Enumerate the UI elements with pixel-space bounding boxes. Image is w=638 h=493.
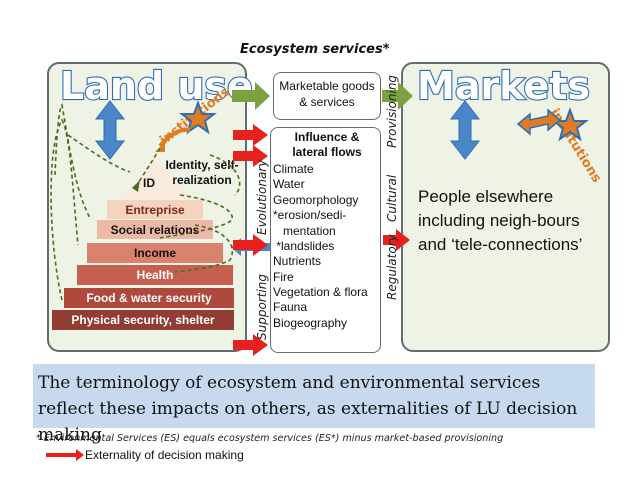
orange-curved-arrow-icon xyxy=(158,127,191,148)
flow-item: Fire xyxy=(273,270,294,284)
blue-double-arrow-icon xyxy=(449,100,481,160)
green-arrow-icon xyxy=(232,82,270,110)
flow-item: Fauna xyxy=(273,300,308,314)
flow-item: Vegetation & flora xyxy=(273,285,368,299)
side-label-regulatory: Regulatory xyxy=(385,233,399,300)
markets-title: Markets xyxy=(417,64,590,108)
legend-red-arrow-icon xyxy=(46,449,84,461)
pyramid-id-label: ID xyxy=(143,176,155,190)
caption-box xyxy=(33,364,595,428)
influence-flows-title: Influence & lateral flows xyxy=(292,130,362,159)
flow-item: Water xyxy=(273,177,305,191)
pyramid-level-physical-security: Physical security, shelter xyxy=(52,310,234,330)
blue-double-arrow-icon xyxy=(94,100,126,160)
star-icon xyxy=(179,100,217,135)
flow-item: Biogeography xyxy=(273,316,348,330)
pyramid-level-health: Health xyxy=(77,265,233,285)
feedback-dashed-lines xyxy=(50,103,241,301)
flow-item: *erosion/sedi- xyxy=(273,208,347,222)
green-arrow-icon xyxy=(382,82,413,110)
legend-label: Externality of decision making xyxy=(85,448,244,462)
orange-arrowhead-icon xyxy=(155,142,165,152)
flow-item: Climate xyxy=(273,162,314,176)
red-arrow-icon xyxy=(233,234,268,256)
red-arrow-icon xyxy=(233,145,268,167)
pyramid-identity-label: Identity, self- realization xyxy=(165,158,239,187)
flow-item: Nutrients xyxy=(273,254,322,268)
side-label-provisioning: Provisioning xyxy=(385,75,399,148)
orange-double-arrow-icon xyxy=(516,108,562,136)
markets-panel xyxy=(401,62,610,352)
ecosystem-services-label: Ecosystem services* xyxy=(240,42,390,57)
land-use-title: Land use xyxy=(60,64,253,108)
red-arrow-icon xyxy=(233,124,268,146)
flow-item: Geomorphology xyxy=(273,193,359,207)
side-label-supporting: Supporting xyxy=(255,274,269,340)
side-label-evolutionary: Evolutionary xyxy=(255,159,269,235)
flow-item: *landslides xyxy=(273,239,335,253)
dashed-arrowhead-icon xyxy=(132,180,140,192)
red-arrow-icon xyxy=(383,229,410,251)
pyramid-level-entreprise: Entreprise xyxy=(107,200,203,219)
marketable-goods-text: Marketable goods & services xyxy=(279,79,375,109)
footnote: * Environmental Services (ES) equals eco… xyxy=(36,433,504,444)
marketable-goods-box xyxy=(273,72,381,120)
red-arrow-icon xyxy=(233,334,268,356)
side-label-cultural: Cultural xyxy=(385,174,399,222)
people-elsewhere-text: People elsewhere including neigh-bours a… xyxy=(418,187,583,254)
flow-item: mentation xyxy=(273,224,336,238)
caption-text: The terminology of ecosystem and environ… xyxy=(38,373,578,445)
influence-flows-box xyxy=(270,127,381,353)
pyramid-level-food-water: Food & water security xyxy=(64,288,234,308)
pyramid-level-income: Income xyxy=(87,243,223,263)
